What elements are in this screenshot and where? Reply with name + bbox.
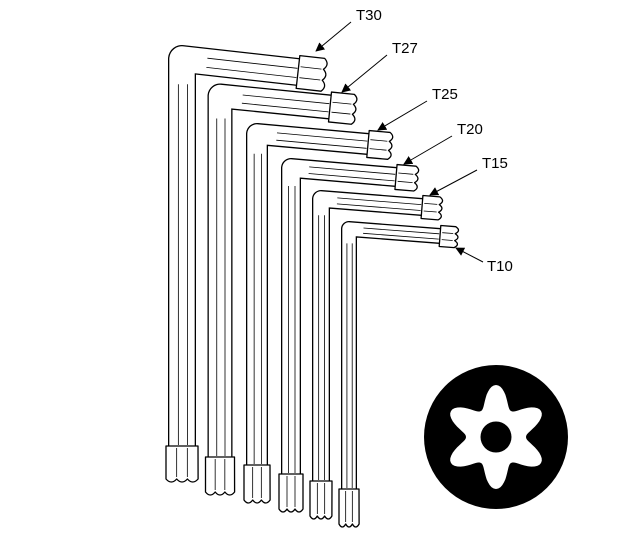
torx-lobe-line xyxy=(424,202,438,205)
torx-tip-outline xyxy=(366,129,394,160)
torx-lobe-line xyxy=(397,180,413,184)
torx-lobe-line xyxy=(442,232,454,234)
leader-line-t20 xyxy=(403,135,453,165)
torx-tip-outline xyxy=(327,91,358,125)
key-t15 xyxy=(309,190,444,520)
torx-tip xyxy=(327,91,358,125)
key-body-fill xyxy=(342,222,441,489)
torx-tip-outline xyxy=(420,194,444,221)
key-body-fill xyxy=(282,159,397,474)
leader-line-t10 xyxy=(455,247,484,263)
torx-tip-outline xyxy=(309,480,333,520)
key-body-fill xyxy=(313,191,423,481)
key-edge-line xyxy=(276,139,367,149)
torx-lobe-line xyxy=(300,66,322,70)
torx-tip-bottom xyxy=(204,456,236,496)
torx-tip-outline xyxy=(338,488,360,528)
label-t10: T10 xyxy=(487,258,513,275)
key-body-outline xyxy=(168,45,300,446)
key-t10 xyxy=(338,221,460,528)
leader-line-t15 xyxy=(429,169,478,196)
torx-tip-bottom xyxy=(278,473,304,513)
key-t20 xyxy=(278,158,420,513)
torx-tip-outline xyxy=(204,456,236,496)
label-t27: T27 xyxy=(392,40,418,57)
key-t25 xyxy=(243,123,394,504)
callout-t15: T15 xyxy=(429,155,508,196)
torx-tip-outline xyxy=(438,224,460,249)
torx-tip xyxy=(394,163,420,192)
key-t27 xyxy=(204,83,358,496)
torx-lobe-line xyxy=(370,139,388,142)
torx-tip-outline xyxy=(278,473,304,513)
torx-tip-outline xyxy=(394,163,420,192)
leader-line-t30 xyxy=(315,21,352,52)
torx-lobe-line xyxy=(398,172,414,175)
callout-t10: T10 xyxy=(455,247,513,275)
torx-lobe-line xyxy=(423,210,437,213)
callout-t25: T25 xyxy=(377,86,458,131)
torx-lobe-line xyxy=(369,148,387,151)
torx-tip xyxy=(438,224,460,249)
torx-lobe-line xyxy=(299,77,321,81)
torx-tip-outline xyxy=(295,54,328,92)
callout-t20: T20 xyxy=(403,121,483,165)
key-edge-line xyxy=(207,57,298,69)
key-edge-line xyxy=(276,132,368,142)
torx-tip-outline xyxy=(243,464,271,504)
key-edge-line xyxy=(309,166,396,175)
torx-lobe-line xyxy=(441,239,453,241)
label-t30: T30 xyxy=(356,7,382,24)
key-edge-line xyxy=(206,67,297,78)
keys xyxy=(165,45,460,528)
label-t20: T20 xyxy=(457,121,483,138)
torx-lobe-line xyxy=(332,101,352,105)
leader-line-t25 xyxy=(377,100,428,131)
socket-pin-hole xyxy=(480,421,512,453)
key-edge-line xyxy=(363,232,439,240)
callout-t27: T27 xyxy=(341,40,418,93)
torx-tip-outline xyxy=(165,445,199,483)
torx-tip-bottom xyxy=(309,480,333,520)
torx-tip-bottom xyxy=(338,488,360,528)
torx-tip xyxy=(420,194,444,221)
key-edge-line xyxy=(241,102,329,113)
callouts: T30 T27 T25 T20 T15 T10 xyxy=(315,7,513,275)
torx-tip-bottom xyxy=(165,445,199,483)
key-edge-line xyxy=(336,203,421,211)
key-edge-line xyxy=(337,197,422,205)
label-t25: T25 xyxy=(432,86,458,103)
label-t15: T15 xyxy=(482,155,508,172)
callout-t30: T30 xyxy=(315,7,382,52)
key-body-fill xyxy=(208,84,332,457)
torx-tip xyxy=(295,54,328,92)
key-edge-line xyxy=(242,94,330,105)
key-edge-line xyxy=(363,227,440,235)
torx-tip xyxy=(366,129,394,160)
key-edge-line xyxy=(308,173,395,182)
key-body-fill xyxy=(169,46,300,446)
torx-socket-icon xyxy=(424,365,568,509)
key-body-fill xyxy=(247,124,369,465)
leader-line-t27 xyxy=(341,54,388,93)
torx-lobe-line xyxy=(331,111,351,115)
torx-tip-bottom xyxy=(243,464,271,504)
key-t30 xyxy=(165,45,328,483)
